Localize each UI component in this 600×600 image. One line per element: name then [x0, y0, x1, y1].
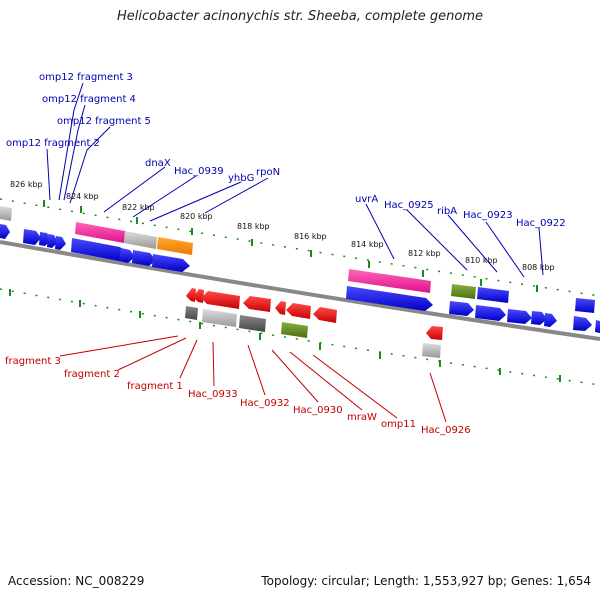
gene-arrow[interactable] — [152, 254, 190, 272]
tick-label: 808 kbp — [522, 263, 555, 272]
gene-arrow-reverse[interactable] — [186, 288, 196, 302]
tick-label: 820 kbp — [180, 212, 213, 221]
gene-label[interactable]: rpoN — [256, 167, 280, 178]
gene-label[interactable]: ribA — [437, 206, 457, 217]
map-title: Helicobacter acinonychis str. Sheeba, co… — [116, 9, 483, 24]
gene-label[interactable]: Hac_0922 — [516, 218, 566, 229]
gene-arrow[interactable] — [55, 236, 66, 250]
genome-backbone — [0, 240, 600, 341]
gene-arrow[interactable] — [0, 224, 10, 239]
feature-darkgray[interactable] — [185, 306, 198, 320]
gene-label[interactable]: omp11 — [381, 419, 416, 430]
forward-features — [0, 206, 600, 333]
gene-label[interactable]: fragment 1 — [127, 381, 183, 392]
feature-gray[interactable] — [0, 206, 12, 221]
gene-label[interactable]: Hac_0933 — [188, 389, 238, 400]
gene-arrow[interactable] — [23, 229, 41, 245]
gene-arrow[interactable] — [132, 250, 156, 266]
gene-block[interactable] — [575, 298, 595, 313]
tick-label: 818 kbp — [237, 222, 270, 231]
gene-label[interactable]: omp12 fragment 3 — [39, 72, 133, 83]
gene-arrow[interactable] — [507, 309, 532, 324]
gene-arrow-reverse[interactable] — [426, 326, 443, 340]
reverse-features — [185, 288, 443, 358]
accession-text: Accession: NC_008229 — [8, 574, 145, 588]
major-ticks — [9, 200, 561, 382]
gene-block[interactable] — [477, 287, 509, 303]
forward-labels: omp12 fragment 3 omp12 fragment 4 omp12 … — [6, 72, 566, 229]
gene-arrow-reverse[interactable] — [275, 301, 286, 315]
gene-label[interactable]: omp12 fragment 5 — [57, 116, 151, 127]
feature-olive[interactable] — [281, 322, 308, 338]
gene-label[interactable]: Hac_0926 — [421, 425, 471, 436]
gene-label[interactable]: dnaX — [145, 158, 171, 169]
gene-arrow-reverse[interactable] — [286, 303, 311, 319]
gene-label[interactable]: mraW — [347, 412, 377, 423]
feature-darkgray[interactable] — [239, 315, 266, 332]
reverse-labels: fragment 3 fragment 2 fragment 1 Hac_093… — [5, 356, 471, 436]
gene-label[interactable]: yhbG — [228, 173, 254, 184]
gene-label[interactable]: uvrA — [355, 194, 378, 205]
gene-label[interactable]: Hac_0925 — [384, 200, 434, 211]
tick-label: 822 kbp — [122, 203, 155, 212]
gene-label[interactable]: Hac_0939 — [174, 166, 224, 177]
gene-arrow[interactable] — [71, 238, 128, 261]
gene-label[interactable]: omp12 fragment 4 — [42, 94, 136, 105]
feature-pink[interactable] — [348, 269, 431, 293]
gene-label[interactable]: Hac_0932 — [240, 398, 290, 409]
gene-label[interactable]: fragment 3 — [5, 356, 61, 367]
feature-gray[interactable] — [124, 231, 157, 249]
feature-gray[interactable] — [202, 309, 237, 327]
gene-arrow[interactable] — [449, 301, 474, 316]
tick-label: 826 kbp — [10, 180, 43, 189]
feature-pink[interactable] — [75, 222, 125, 243]
genome-stats-text: Topology: circular; Length: 1,553,927 bp… — [261, 574, 591, 588]
gene-arrow-reverse[interactable] — [313, 307, 337, 323]
feature-olive[interactable] — [451, 284, 476, 299]
tick-label: 810 kbp — [465, 256, 498, 265]
forward-ruler — [0, 198, 600, 297]
gene-label[interactable]: fragment 2 — [64, 369, 120, 380]
tick-labels: 826 kbp 824 kbp 822 kbp 820 kbp 818 kbp … — [10, 180, 555, 272]
gene-arrow[interactable] — [573, 316, 592, 331]
tick-label: 814 kbp — [351, 240, 384, 249]
gene-arrow[interactable] — [595, 320, 600, 333]
gene-label[interactable]: Hac_0923 — [463, 210, 513, 221]
gene-label[interactable]: omp12 fragment 2 — [6, 138, 100, 149]
tick-label: 816 kbp — [294, 232, 327, 241]
feature-gray[interactable] — [422, 343, 441, 358]
reverse-ruler — [0, 288, 600, 386]
reverse-leaders — [59, 335, 447, 423]
gene-arrow-reverse[interactable] — [193, 289, 204, 303]
forward-leaders — [46, 82, 544, 278]
gene-arrow-reverse[interactable] — [243, 296, 271, 312]
gene-arrow[interactable] — [544, 313, 557, 327]
gene-arrow[interactable] — [119, 248, 135, 263]
gene-arrow[interactable] — [346, 286, 433, 311]
gene-arrow-reverse[interactable] — [201, 291, 240, 309]
tick-label: 812 kbp — [408, 249, 441, 258]
feature-orange[interactable] — [157, 237, 193, 255]
gene-arrow[interactable] — [47, 234, 58, 248]
gene-arrow[interactable] — [531, 311, 547, 325]
gene-arrow[interactable] — [475, 305, 506, 321]
tick-label: 824 kbp — [66, 192, 99, 201]
gene-label[interactable]: Hac_0930 — [293, 405, 343, 416]
